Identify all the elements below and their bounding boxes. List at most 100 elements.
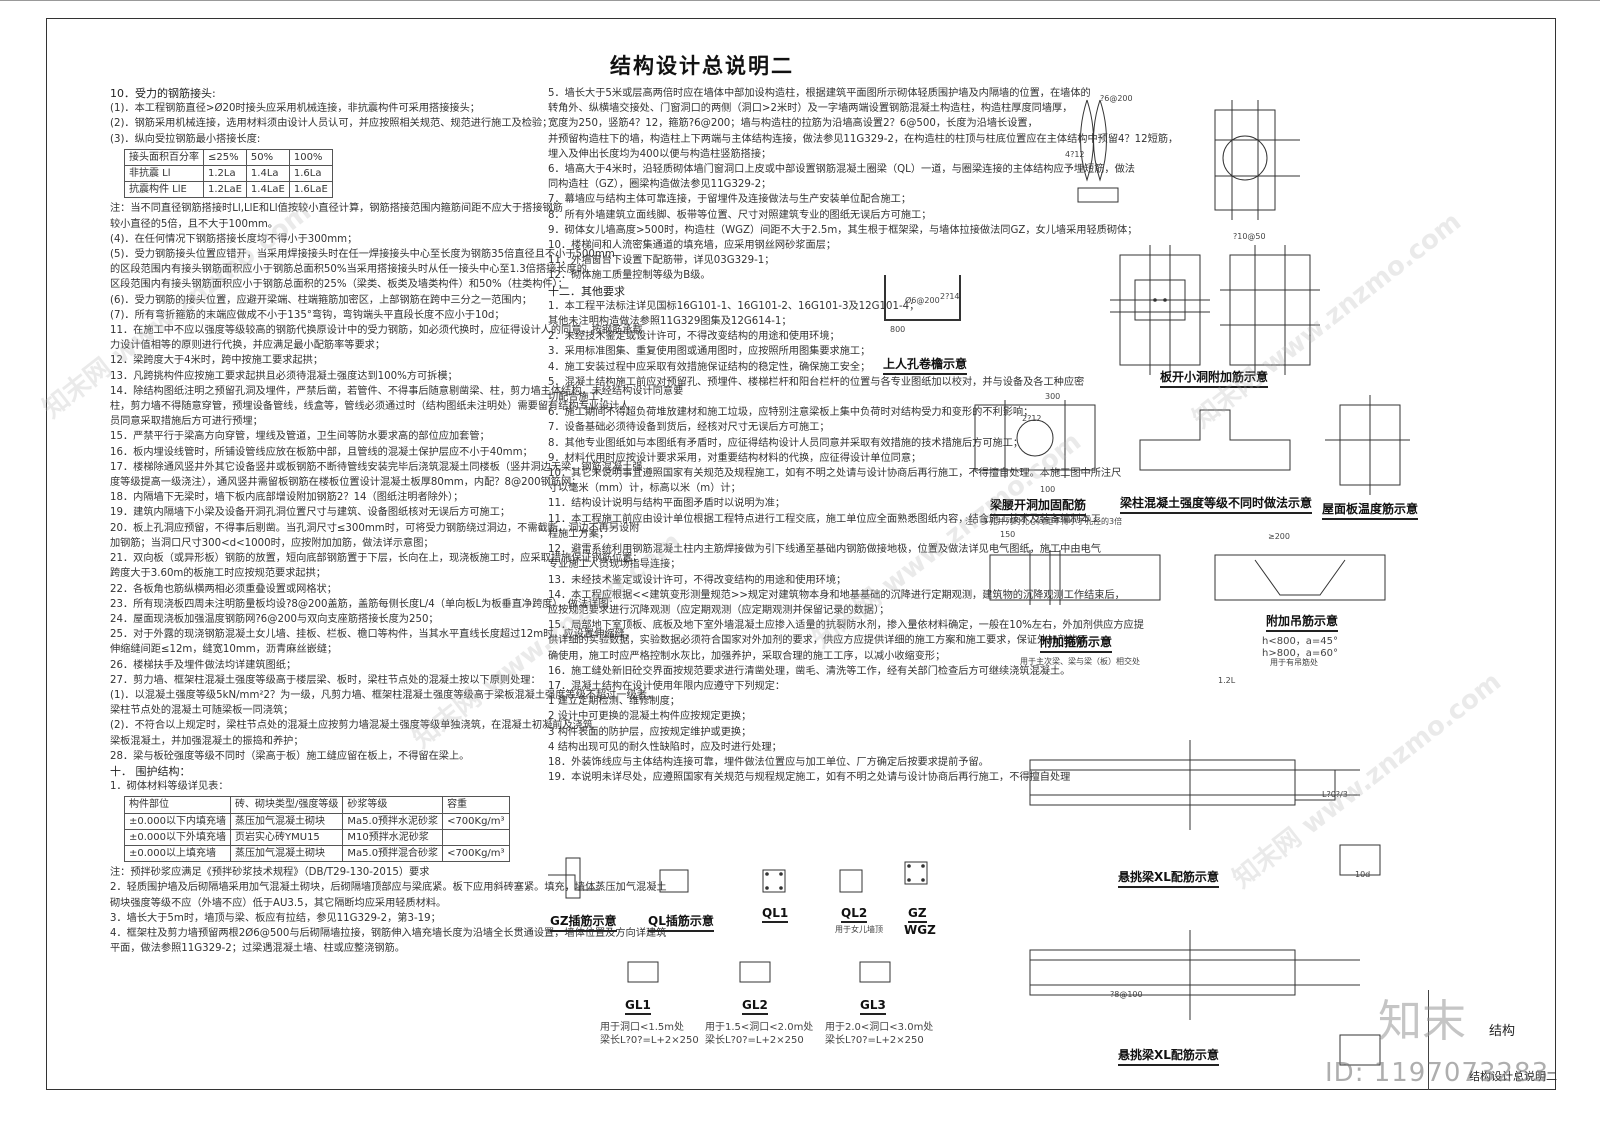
note-line: 1．本工程平法标注详见国标16G101-1、16G101-2、16G101-3及…: [548, 300, 920, 312]
note-line: 7．设备基础必须待设备到货后，经核对尺寸无误后方可施工；: [548, 422, 830, 434]
note-gl3-1: 用于2.0<洞口<3.0m处: [825, 1022, 934, 1033]
note-line: 寸以毫米（mm）计，标高以米（m）计；: [548, 483, 741, 495]
note-line: 柱，剪力墙不得随意穿管，预埋设备管线，线盒等，管线必须通过时（结构图纸未注明处）…: [110, 401, 630, 413]
note-extra-stirrup: 用于主次梁、梁与梁（板）相交处: [1020, 657, 1140, 666]
note-line: 十二．其他要求: [548, 284, 625, 298]
notes-column-2: 5．墙长大于5米或层高两倍时应在墙体中部加设构造柱，根据建筑平面图所示砌体轻质围…: [548, 86, 1179, 785]
note-gl3-2: 梁长L?0?=L+2×250: [825, 1035, 924, 1046]
note-line: (4)．在任何情况下钢筋搭接长度均不得小于300mm；: [110, 233, 358, 245]
table-cell: <700Kg/m³: [442, 812, 510, 830]
note-line: (2)．不符合以上规定时，梁柱节点处的混凝土应按剪力墙混凝土强度等级单独浇筑，在…: [110, 720, 594, 732]
note-line: 度等级提高一级浇注），通风竖井需留板钢筋在楼板位置设计混凝土板厚80mm，内配？…: [110, 477, 582, 489]
note-line: 8．所有外墙建筑立面线脚、板带等位置、尺寸对照建筑专业的图纸无误后方可施工；: [548, 209, 932, 221]
title-block-drawing: 结构设计总说明二: [1469, 1070, 1557, 1083]
note-line: 12．梁跨度大于4米时，跨中按施工要求起拱；: [110, 355, 324, 367]
table-cell: 1.4La: [245, 165, 290, 183]
note-line: 18．内隔墙下无梁时，墙下板内底部增设附加钢筋2？14（图纸注明者除外）；: [110, 492, 464, 504]
table-cell: 砖、砌块类型/强度等级: [230, 796, 344, 814]
note-line: 11．本工程施工前应由设计单位根据工程特点进行工程交底，施工单位应全面熟悉图纸内…: [548, 513, 1101, 525]
note-line: 11．在施工中不应以强度等级较高的钢筋代换原设计中的受力钢筋，如必须代换时，应征…: [110, 325, 643, 337]
label-ql2: QL2: [841, 906, 868, 923]
note-line: (6)．受力钢筋的接头位置，应避开梁端、柱端箍筋加密区，上部钢筋在跨中三分之一范…: [110, 294, 532, 306]
note-line: 砌块强度等级不应（外墙不应）低于AU3.5，其它隔断均应采用轻质材料。: [110, 897, 447, 909]
dimension-label: 2?14: [940, 292, 960, 301]
note-line: 3．墙长大于5m时，墙顶与梁、板应有拉结，参见11G329-2，第3-19；: [110, 912, 441, 924]
note-line: 27．剪力墙、框架柱混凝土强度等级高于楼层梁、板时，梁柱节点处的混凝土按以下原则…: [110, 674, 541, 686]
label-roof-temp: 屋面板温度筋示意: [1322, 500, 1419, 520]
top-edge: [0, 0, 1600, 1]
table-cell: 1.6La: [288, 165, 333, 183]
label-beam-hole: 梁腰开洞加固配筋: [990, 496, 1087, 516]
table-row: 接头面积百分率≤25%50%100%: [124, 148, 333, 167]
label-manhole: 上人孔卷檐示意: [883, 355, 968, 375]
note-line: (5)．受力钢筋接头位置应错开，当采用焊接接头时在任一焊接接头中心至长度为钢筋3…: [110, 249, 615, 261]
note-line: 14．除结构图纸注明之预留孔洞及埋件，严禁后凿，若管件、不得事后随意剔凿梁、柱，…: [110, 385, 684, 397]
note-line: 加钢筋；当洞口尺寸300<d<1000时，应按附加加筋，做法详示意图；: [110, 537, 434, 549]
dimension-label: 10d: [1355, 870, 1371, 879]
note-line: 12．避雷系统利用钢筋混凝土柱内主筋焊接做为引下线通至基础内钢筋做接地极，位置及…: [548, 544, 1101, 556]
note-line: 平面，做法参照11G329-2；过梁遇混凝土墙、柱或应整浇钢筋。: [110, 943, 405, 955]
note-line: 3 构件表面的防护层，应按规定维护或更换；: [548, 726, 752, 738]
dimension-label: L?0?/3: [1322, 790, 1348, 799]
note-line: 10．楼梯间和人流密集通道的填充墙，应采用钢丝网砂浆面层；: [548, 240, 837, 252]
note-line: 15．严禁平行于梁高方向穿管，埋线及管道，卫生间等防水要求高的部位应加套管；: [110, 431, 490, 443]
note-line: 22．各板角也筋纵横两相必须重叠设置或网格状；: [110, 583, 337, 595]
note-hanger-3: 用于有吊筋处: [1270, 658, 1318, 667]
note-line: 3．采用标准图集、重复使用图或通用图时，应按照所用图集要求施工；: [548, 346, 871, 358]
note-line: 并预留构造柱下的墙，构造柱上下两端与主体结构连接，做法参见11G329-2，在构…: [548, 133, 1179, 145]
dimension-label: ?6@200: [1100, 94, 1133, 103]
note-line: 7．幕墙应与结构主体可靠连接，于留埋件及连接做法与生产安装单位配合施工；: [548, 194, 912, 206]
note-line: 11．外墙窗台下设置下配筋带，详见03G329-1；: [548, 255, 775, 267]
label-gl1: GL1: [625, 998, 651, 1015]
note-ql2: 用于女儿墙顶: [835, 925, 883, 934]
table-cell: 100%: [288, 148, 333, 167]
note-hanger-2: h>800，a=60°: [1262, 648, 1339, 659]
note-line: 2．轻质围护墙及后砌隔墙采用加气混凝土砌块，后砌隔墙顶部应与梁底紧。板下应用斜砖…: [110, 882, 667, 894]
table-cell: Ma5.0预拌水泥砂浆: [342, 812, 444, 830]
table-cell: 蒸压加气混凝土砌块: [230, 844, 344, 863]
note-line: 9．砌体女儿墙高度>500时，构造柱（WGZ）间距不大于2.5m，其生根于框架梁…: [548, 224, 1138, 236]
note-gl2-2: 梁长L?0?=L+2×250: [705, 1035, 804, 1046]
table-cell: 蒸压加气混凝土砌块: [230, 812, 344, 830]
notes-column-1: 10．受力的钢筋接头: (1)．本工程钢筋直径>Ø20时接头应采用机械连接，非抗…: [110, 86, 684, 956]
note-line: 6．墙高大于4米时，沿轻质砌体墙门窗洞口上皮或中部设置钢筋混凝土圈梁（QL）一道…: [548, 164, 1135, 176]
page-title: 结构设计总说明二: [610, 54, 794, 78]
masonry-table: 构件部位砖、砌块类型/强度等级砂浆等级容重±0.000以下内填充墙蒸压加气混凝土…: [123, 796, 510, 863]
note-line: 14．本工程应根据<<建筑变形测量规范>>规定对建筑物本身和地基基础的沉降进行定…: [548, 589, 1125, 601]
note-line: 程施工方案；: [548, 528, 610, 540]
note-line: 17．混凝土结构在设计使用年限内应遵守下列规定：: [548, 680, 786, 692]
note-line: 5．墙长大于5米或层高两倍时应在墙体中部加设构造柱，根据建筑平面图所示砌体轻质围…: [548, 88, 1091, 99]
note-line: (2)．钢筋采用机械连接，选用材料须由设计人员认可，并应按照相关规范、规范进行施…: [110, 118, 553, 130]
note-line: 2．未经技术鉴定或设计许可，不得改变结构的用途和使用环境；: [548, 331, 840, 343]
note-line: (7)．所有弯折箍筋的末端应做成不小于135°弯钩，弯钩端头平直段长度不应小于1…: [110, 309, 505, 321]
note-line: 26．楼梯扶手及埋件做法均详建筑图纸；: [110, 659, 297, 671]
table-cell: 抗震构件 LlE: [124, 181, 204, 199]
note-line: 宽度为250，竖筋4？12，箍筋?6@200；墙与构造柱的拉筋为沿墙高设置2？6…: [548, 118, 1038, 130]
note-line: 10．其它未说明事宜遵照国家有关规范及规程施工，如有不明之处请与设计协商后再行施…: [548, 468, 1122, 480]
label-gl3: GL3: [860, 998, 886, 1015]
note-line: 供详细的实验数据，实验数据必须符合国家对外加剂的要求，供应方应提供详细的施工方案…: [548, 635, 1088, 647]
table-cell: M10预拌水泥砂浆: [342, 828, 444, 846]
column-rebar-sketch: [1080, 99, 1094, 182]
image-id: ID: 1197073283: [1325, 1058, 1550, 1088]
note-line: 18．外装饰线应与主体结构连接可靠，埋件做法位置应与加工单位、厂方确定后按要求提…: [548, 756, 989, 768]
note-line: 16．施工缝处新旧砼交界面按规范要求进行清凿处理，凿毛、清洗等工作，经有关部门检…: [548, 665, 1071, 677]
note-line: 13．凡跨挑构件应按施工要求起拱且必须待混凝土强度达到100%方可拆模；: [110, 370, 458, 382]
dimension-label: 2?12: [1022, 414, 1042, 423]
table-cell: 页岩实心砖YMU15: [230, 828, 344, 846]
note-beam-hole: 注：多孔并列时孔心间距不得小于孔径的3倍: [965, 517, 1123, 526]
note-line: 24．屋面现浇板加强温度钢筋网?6@200与双向支座筋搭接长度为250；: [110, 613, 439, 625]
title-block-name: 结构: [1489, 1024, 1516, 1039]
label-hanger: 附加吊筋示意: [1266, 612, 1339, 632]
label-ql-dowel: QL插筋示意: [648, 912, 714, 932]
note-line: 梁柱节点处的混凝土可随梁板一同浇筑；: [110, 705, 294, 717]
table-cell: <700Kg/m³: [442, 844, 510, 863]
note-line: 员同意采取措施后方可进行预埋；: [110, 416, 263, 428]
label-gz-section: GZ: [908, 906, 927, 923]
note-hanger-1: h<800，a=45°: [1262, 636, 1339, 647]
